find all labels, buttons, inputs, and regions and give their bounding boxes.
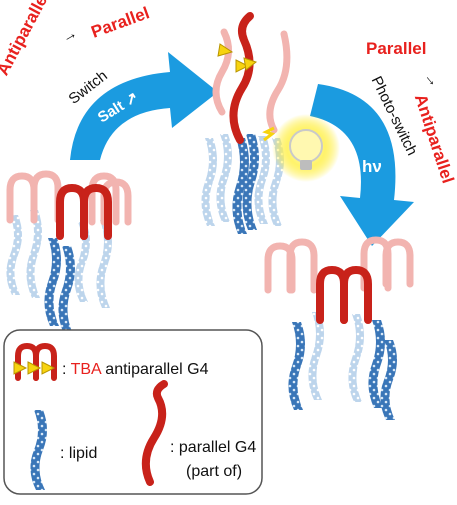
middle-lipids-light (201, 134, 284, 226)
middle-strands-faint (212, 28, 291, 134)
middle-parallel-g4-strand (229, 12, 254, 144)
legend-tba-icon (13, 342, 57, 381)
legend-parallel-label-line2: (part of) (186, 463, 243, 480)
right-g4-loops-faint (264, 236, 414, 294)
legend-box (3, 329, 263, 495)
legend-lipid-label: : lipid (60, 445, 98, 462)
right-antiparallel-g4 (316, 265, 372, 324)
salt-switch-arrow (70, 52, 218, 160)
legend-parallel-label-line1: : parallel G4 (170, 439, 257, 456)
label-hv: hν (362, 157, 382, 176)
right-lipids-dark (288, 320, 397, 420)
middle-lipids-dark (232, 134, 259, 234)
legend-tba-label: : TBA antiparallel G4 (62, 361, 209, 378)
middle-state-group (201, 12, 291, 234)
left-g4-loops-faint (6, 170, 132, 226)
left-lipids-light (6, 210, 112, 308)
photo-switch-arrow (310, 84, 414, 246)
legend-parallel-g4-icon (141, 380, 168, 486)
left-state-group (6, 170, 132, 334)
legend-lipid-icon (30, 410, 47, 490)
label-parallel-right: Parallel (366, 39, 427, 58)
right-state-group (264, 236, 414, 420)
light-bulb-icon (262, 114, 340, 182)
right-lipids-light (308, 312, 364, 402)
middle-yellow-markers (217, 43, 258, 73)
left-lipids-dark (44, 238, 75, 334)
left-antiparallel-g4 (56, 183, 112, 240)
